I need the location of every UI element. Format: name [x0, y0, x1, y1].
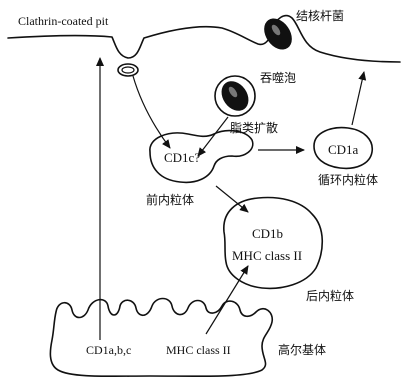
recycling-endosome-label: 循环内粒体 — [318, 172, 378, 187]
cd1a-label: CD1a — [328, 142, 359, 157]
lipid-diffusion-label: 脂类扩散 — [230, 120, 278, 135]
late-endosome-label: 后内粒体 — [306, 288, 354, 303]
arrow-pit-to-early-endosome — [133, 76, 170, 148]
cd1c-label: CD1c? — [164, 150, 200, 165]
golgi-cd1-label: CD1a,b,c — [86, 343, 131, 357]
mycobacterium-bacterium-icon — [258, 13, 297, 55]
golgi-mhc-label: MHC class II — [166, 343, 231, 357]
cd1b-label: CD1b — [252, 226, 283, 241]
clathrin-pit-label: Clathrin-coated pit — [18, 14, 109, 28]
mycobacterium-label: 结核杆菌 — [296, 9, 344, 23]
golgi-shape — [50, 299, 272, 377]
arrow-golgi-to-late-endosome — [206, 266, 248, 334]
late-mhc-label: MHC class II — [232, 248, 302, 263]
clathrin-coated-pit-vesicle — [118, 64, 138, 76]
late-endosome-shape — [224, 198, 322, 289]
phagosome-label: 吞噬泡 — [260, 70, 296, 85]
golgi-label: 高尔基体 — [278, 342, 326, 357]
early-endosome-label: 前内粒体 — [146, 192, 194, 207]
arrow-recycling-endosome-to-membrane — [352, 72, 364, 125]
phagosome — [215, 76, 255, 116]
